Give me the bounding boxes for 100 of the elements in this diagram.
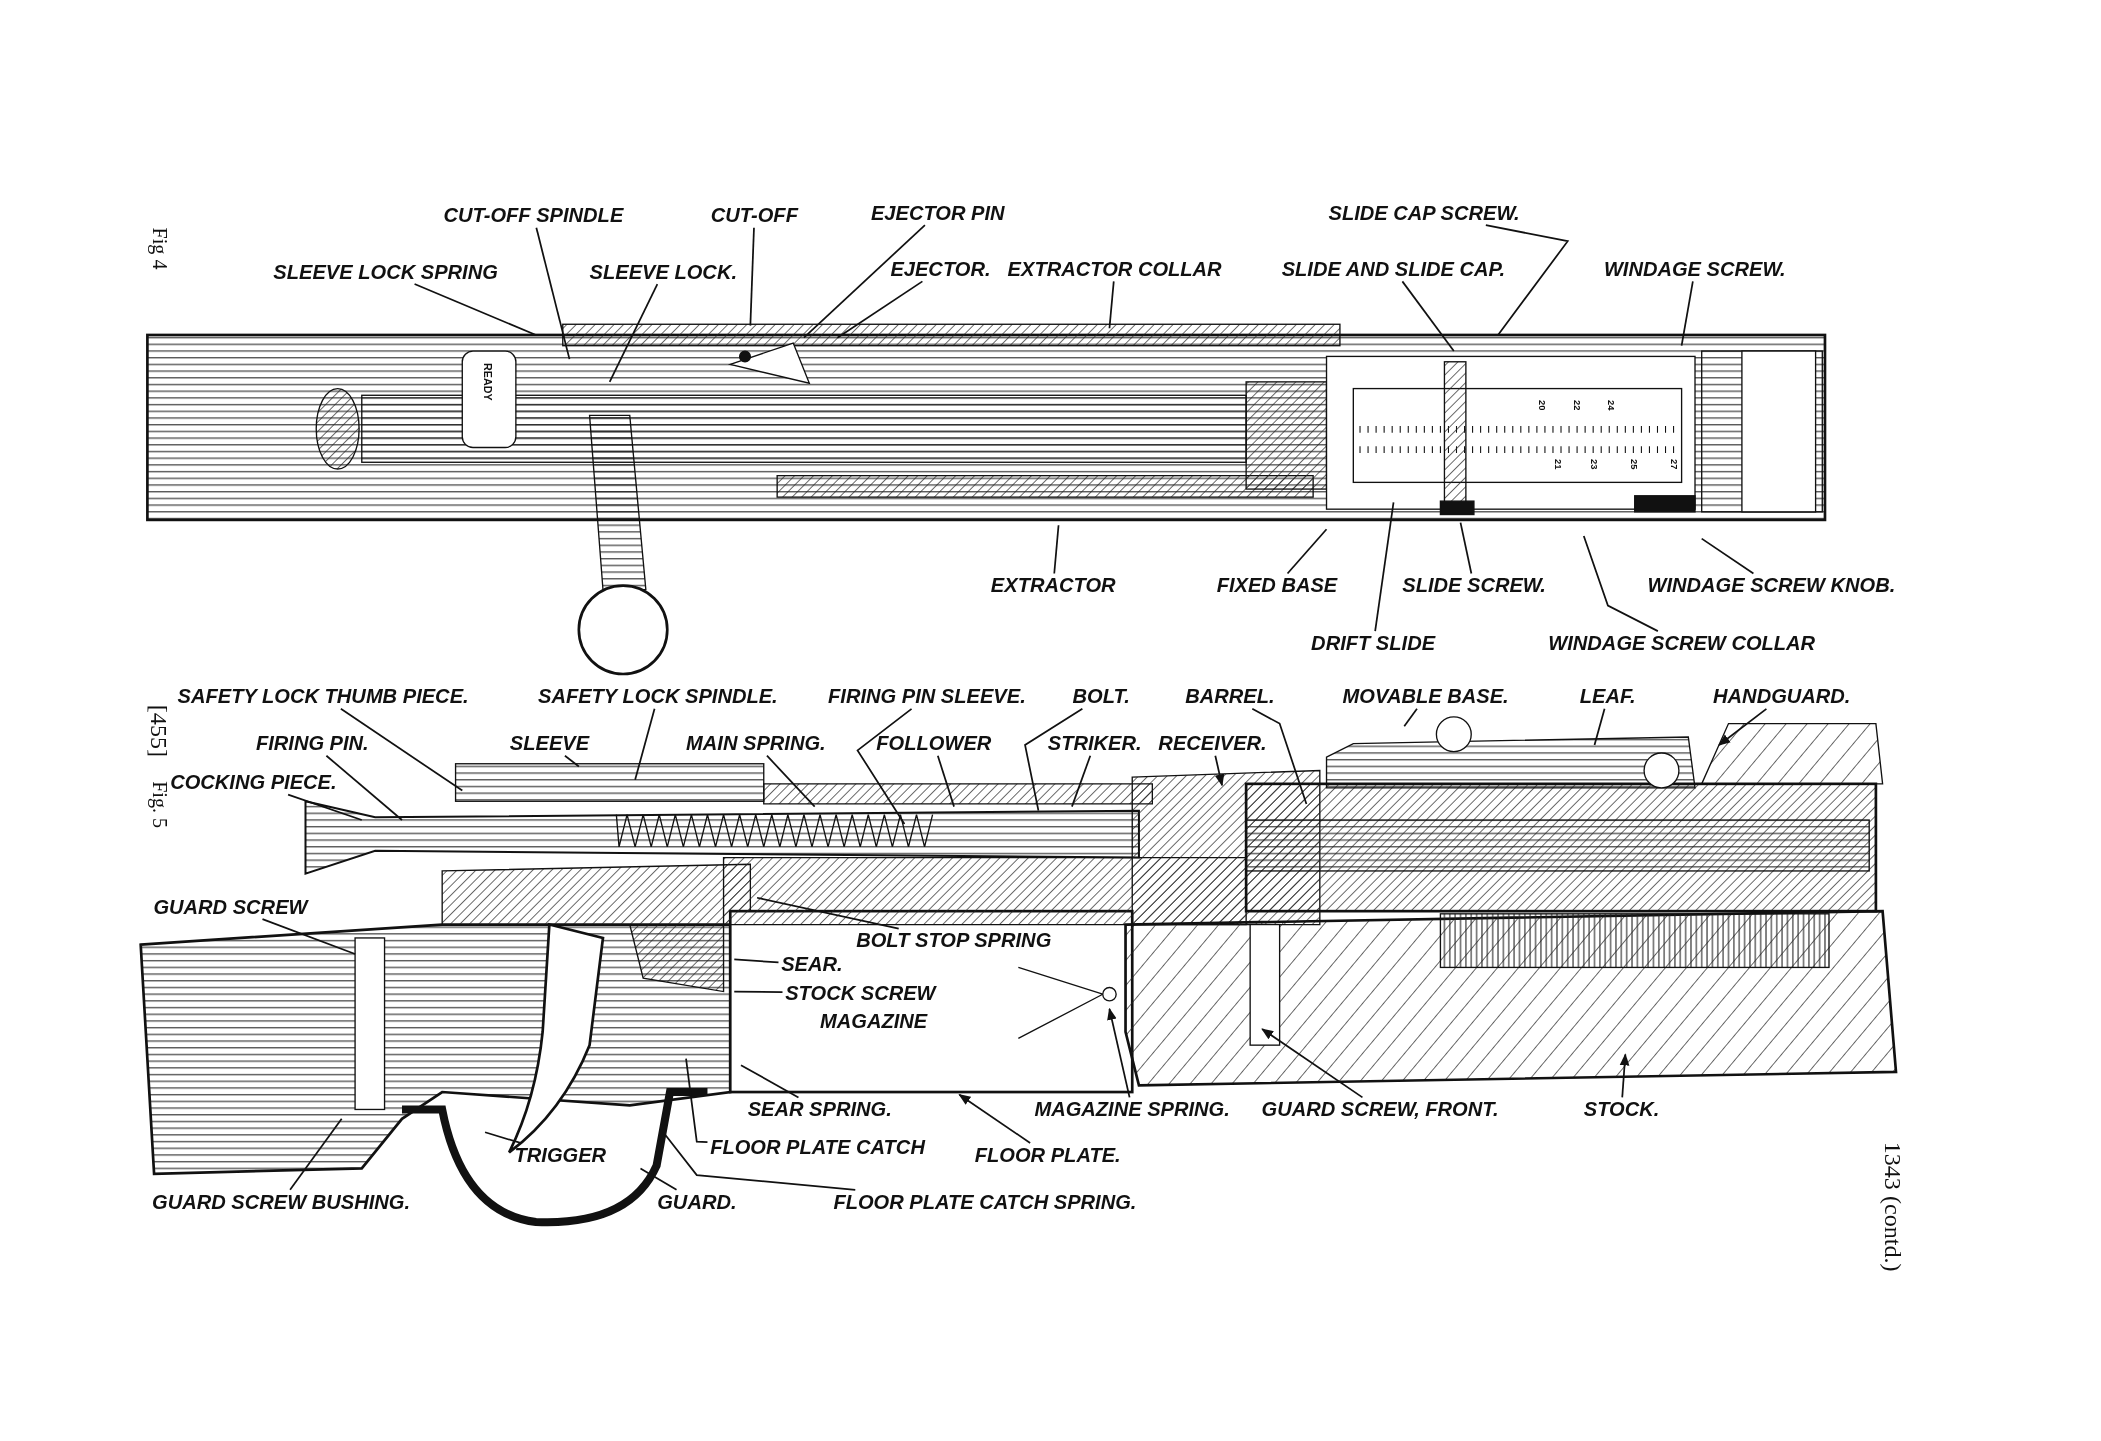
part-label: RECEIVER. (1158, 732, 1267, 755)
part-label: LEAF. (1579, 686, 1636, 708)
leader-line (289, 1117, 343, 1191)
part-label: HANDGUARD. (1713, 686, 1851, 708)
figure-label: Fig. 5 (147, 780, 170, 828)
part-label: EJECTOR PIN (870, 202, 1005, 224)
leader-line (1680, 280, 1694, 347)
part-label: EXTRACTOR COLLAR (1007, 258, 1222, 281)
leader-line (1286, 528, 1328, 575)
leader-line (1619, 1053, 1630, 1099)
part-label: MOVABLE BASE. (1342, 686, 1509, 708)
part-label: EXTRACTOR (990, 574, 1116, 597)
leader-line (1718, 707, 1768, 746)
part-label: FLOOR PLATE. (974, 1144, 1121, 1166)
scale-number: 21 (1553, 458, 1563, 469)
part-label: BOLT STOP SPRING (856, 929, 1052, 952)
part-label: STOCK SCREW (785, 982, 936, 1004)
leader-line (756, 896, 900, 930)
leader-line (413, 283, 537, 336)
leader-line (733, 958, 780, 964)
leader-line (958, 1093, 1031, 1144)
leader-line (749, 226, 755, 327)
leader-line (535, 226, 571, 360)
part-label: MAGAZINE (820, 1010, 928, 1032)
part-label: CUT-OFF (710, 205, 798, 227)
leader-line (1582, 535, 1659, 632)
leader-line (1401, 280, 1455, 352)
page-number: 1343 (contd.) (1878, 1140, 1907, 1271)
leader-line (1053, 524, 1060, 575)
part-label: STOCK. (1583, 1098, 1660, 1121)
part-label: SLIDE AND SLIDE CAP. (1281, 258, 1505, 281)
part-label: CUT-OFF SPINDLE (443, 205, 624, 227)
part-label: FIXED BASE (1216, 574, 1338, 597)
part-label: WINDAGE SCREW KNOB. (1647, 574, 1896, 597)
part-label: SEAR SPRING. (747, 1098, 892, 1121)
leader-line (639, 1167, 678, 1191)
part-label: GUARD SCREW, FRONT. (1261, 1098, 1499, 1121)
leader-line (1700, 537, 1755, 575)
leader-line (1459, 521, 1473, 575)
part-label: FLOOR PLATE CATCH (710, 1136, 925, 1158)
leader-line (740, 1064, 800, 1099)
leader-line (1251, 707, 1308, 805)
leader-line (836, 280, 924, 339)
part-label: SAFETY LOCK THUMB PIECE. (177, 686, 469, 708)
part-label: GUARD SCREW BUSHING. (152, 1191, 411, 1213)
leader-line (325, 754, 403, 821)
part-label: MAIN SPRING. (686, 732, 826, 755)
leader-line (1484, 224, 1570, 336)
leader-line (287, 793, 363, 821)
leader-line (1108, 280, 1115, 330)
part-label: FIRING PIN. (255, 732, 369, 755)
part-label: FOLLOWER (876, 732, 992, 755)
scale-number: 25 (1629, 458, 1640, 469)
part-label: WINDAGE SCREW. (1603, 258, 1786, 281)
leader-line (484, 1131, 522, 1144)
leader-line (803, 224, 926, 339)
part-label: FLOOR PLATE CATCH SPRING. (833, 1191, 1137, 1213)
part-label: FIRING PIN SLEEVE. (828, 686, 1026, 708)
part-label: DRIFT SLIDE (1311, 632, 1436, 654)
leader-line (1024, 707, 1084, 812)
leader-line (1403, 707, 1418, 728)
page-number: [455] (144, 704, 173, 757)
leader-line (1071, 754, 1092, 808)
part-label: TRIGGER (514, 1144, 607, 1166)
stamp-text: READY (481, 363, 492, 401)
part-label: MAGAZINE SPRING. (1034, 1098, 1230, 1121)
part-label: BARREL. (1185, 686, 1275, 708)
part-label: EJECTOR. (890, 258, 991, 281)
scale-number: 20 (1537, 399, 1547, 410)
leader-line (685, 1057, 709, 1143)
leader-line (340, 707, 464, 792)
leader-line (856, 707, 913, 825)
leader-line (564, 754, 580, 768)
part-label: COCKING PIECE. (170, 771, 337, 794)
scale-number: 27 (1670, 458, 1680, 469)
leader-line (1214, 754, 1225, 787)
leader-line (936, 754, 955, 808)
part-label: GUARD SCREW (153, 896, 308, 918)
leader-line (261, 918, 356, 955)
leader-line (1374, 501, 1395, 632)
figure-label: Fig 4 (147, 226, 170, 269)
leader-line (634, 707, 656, 781)
scale-number: 22 (1572, 399, 1582, 410)
part-label: STRIKER. (1047, 732, 1142, 755)
scale-number: 24 (1607, 399, 1617, 410)
part-label: SEAR. (781, 954, 843, 976)
part-label: SLEEVE LOCK SPRING (273, 261, 498, 283)
part-label: SLEEVE (509, 732, 590, 755)
leader-line (1261, 1028, 1364, 1099)
leader-line (1593, 707, 1606, 746)
leader-line (608, 283, 659, 383)
leader-line (766, 754, 816, 808)
part-label: BOLT. (1072, 686, 1130, 708)
leader-line (733, 990, 784, 993)
part-label: SLIDE CAP SCREW. (1328, 202, 1520, 224)
scale-number: 23 (1589, 458, 1600, 469)
part-label: SAFETY LOCK SPINDLE. (538, 686, 778, 708)
part-label: SLIDE SCREW. (1402, 574, 1546, 597)
part-label: WINDAGE SCREW COLLAR (1548, 632, 1816, 654)
part-label: GUARD. (657, 1191, 737, 1213)
